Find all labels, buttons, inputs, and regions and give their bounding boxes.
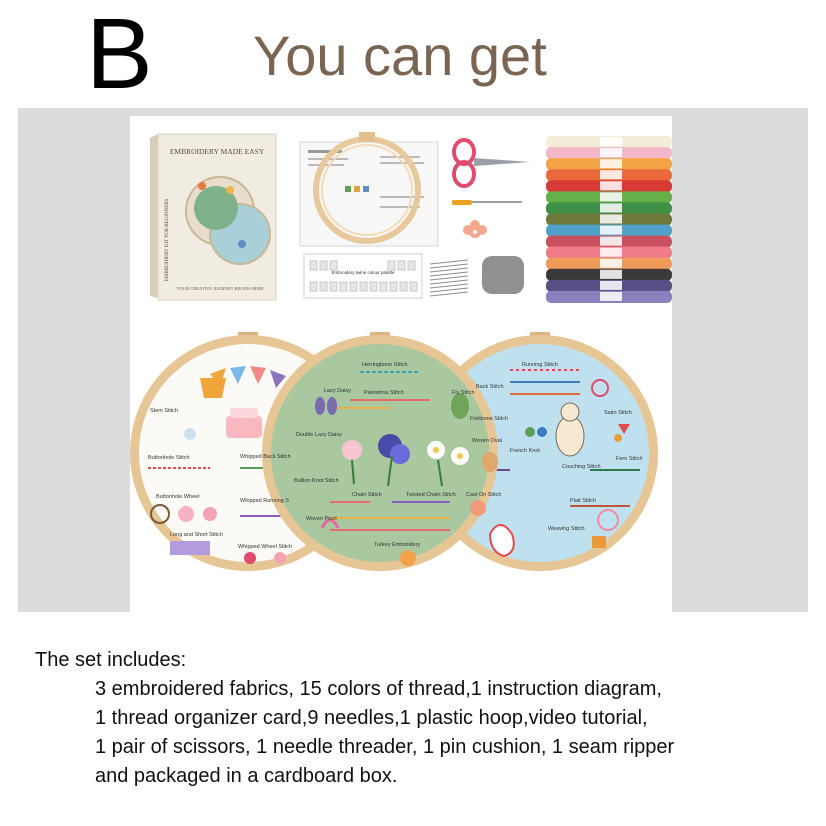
hoop-right-labels: Running Stitch Back Stitch Satin Stitch … [470,362,643,532]
thread-skein-band [600,291,622,301]
stitch-label: Cast On Stitch [466,492,501,498]
stitch-label: Fishbone Stitch [470,416,508,422]
needle-threader [452,200,522,205]
scissors-icon [452,138,530,188]
thread-skein-band [600,236,622,246]
thread-skein-band [600,280,622,290]
stitch-label: Buttonhole Wheel [156,494,199,500]
contents-list: 3 embroidered fabrics, 15 colors of thre… [95,675,674,791]
thread-skeins [546,136,672,303]
stitch-label: Fern Stitch [616,456,643,462]
box-spine-text: EMBROIDERY KIT FOR BEGINNERS [165,198,170,281]
stitch-label: Whipped Wheel Stitch [238,544,292,550]
thread-skein-band [600,258,622,268]
needles [429,259,469,297]
box-title: EMBROIDERY MADE EASY [170,147,265,156]
stitch-label: Plait Stitch [570,498,596,504]
stitch-label: Weaving Stitch [548,526,585,532]
contents-line: 3 embroidered fabrics, 15 colors of thre… [95,678,662,700]
stitch-label: Couching Stitch [562,464,601,470]
stitch-label: Turkey Embroidery [374,542,421,548]
thread-skein-band [600,247,622,257]
stitch-label: Fly Stitch [452,390,475,396]
pin-cushion [482,256,524,294]
stitch-label: Stem Stitch [150,408,178,414]
thread-organizer-card: Embroidery twine colour palette [303,253,423,299]
stitch-label: French Knot [510,448,540,454]
stitch-label: Back Stitch [476,384,504,390]
stitch-label: Woven Oval [472,438,502,444]
variant-letter: B [86,0,153,110]
stitch-label: Double Lazy Daisy [296,432,342,438]
stitch-label: Herringbone Stitch [362,362,408,368]
thread-skein-band [600,181,622,191]
thread-skein-band [600,148,622,158]
thread-skein-band [600,137,622,147]
product-photo: EMBROIDERY MADE EASY EMBROIDERY KIT FOR … [130,116,672,616]
stitch-label: Long and Short Stitch [170,532,223,538]
stitch-label: Twisted Chain Stitch [406,492,456,498]
stitch-label: Whipped Running S [240,498,289,504]
stitch-label: Palestrina Stitch [364,390,404,396]
plastic-hoop [313,132,421,244]
contents-line: 1 pair of scissors, 1 needle threader, 1… [95,736,675,758]
contents-line: and packaged in a cardboard box. [95,765,398,787]
hoop-left-labels: Stem Stitch Buttonhole Stitch Whipped Ba… [148,408,292,550]
hoop-center [262,332,498,571]
organizer-card-title: Embroidery twine colour palette [331,270,395,275]
thread-skein-band [600,170,622,180]
thread-skein-band [600,225,622,235]
page-title: You can get [253,24,547,87]
thread-skein-band [600,214,622,224]
stitch-label: Whipped Back Stitch [240,454,291,460]
hoop-center-labels: Herringbone Stitch Lazy Daisy Fly Stitch… [294,362,502,548]
contents-intro: The set includes: [35,649,187,671]
stitch-label: Satin Stitch [604,410,632,416]
stitch-label: Chain Stitch [352,492,382,498]
seam-ripper-icon [463,220,487,238]
thread-skein-band [600,269,622,279]
thread-skein-band [600,159,622,169]
stitch-label: Buttonhole Stitch [148,455,190,461]
stitch-label: Woven Picot [306,516,337,522]
contents-line: 1 thread organizer card,9 needles,1 plas… [95,707,648,729]
stitch-label: Bullion Knot Stitch [294,478,339,484]
thread-skein-band [600,192,622,202]
stitch-label: Running Stitch [522,362,558,368]
stitch-label: Lazy Daisy [324,388,351,394]
box-tagline: YOUR CREATIVE JOURNEY BEGINS HERE [176,286,264,291]
thread-skein-band [600,203,622,213]
kit-box: EMBROIDERY MADE EASY EMBROIDERY KIT FOR … [150,133,277,301]
